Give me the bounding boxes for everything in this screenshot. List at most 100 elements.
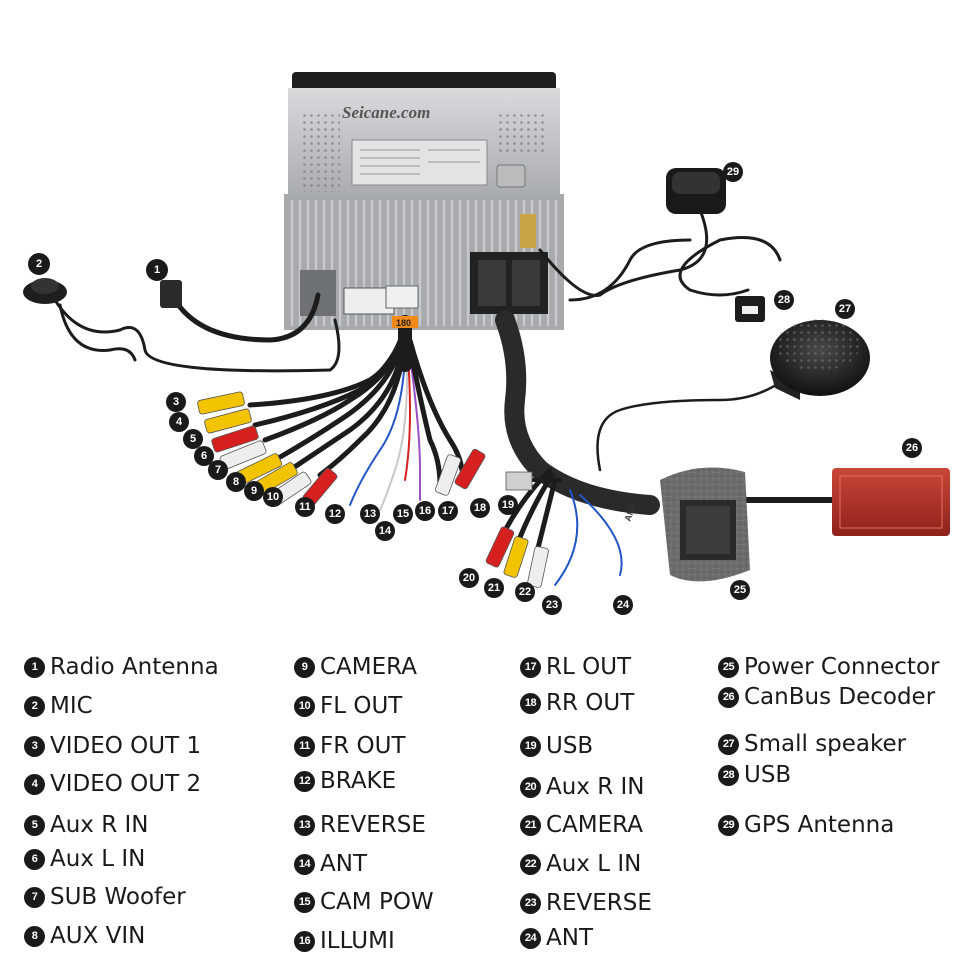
callout-6: 6 <box>194 446 214 466</box>
callout-23: 23 <box>542 595 562 615</box>
svg-text:4: 4 <box>176 416 183 428</box>
svg-text:26: 26 <box>906 442 918 454</box>
svg-text:24: 24 <box>617 599 630 611</box>
callout-10: 10 <box>263 487 283 507</box>
callout-16: 16 <box>415 501 435 521</box>
usb-extension <box>735 296 765 322</box>
svg-text:12: 12 <box>329 508 341 520</box>
svg-text:14: 14 <box>379 525 392 537</box>
cables <box>53 208 838 515</box>
power-connector <box>660 467 750 582</box>
svg-text:29: 29 <box>727 166 739 178</box>
svg-text:21: 21 <box>488 582 500 594</box>
callout-2: 2 <box>28 253 50 275</box>
callout-3: 3 <box>166 392 186 412</box>
callout-28: 28 <box>774 290 794 310</box>
callout-27: 27 <box>835 299 855 319</box>
svg-text:20: 20 <box>463 572 475 584</box>
svg-text:27: 27 <box>839 303 851 315</box>
svg-text:6: 6 <box>201 450 207 462</box>
callout-8: 8 <box>226 472 246 492</box>
svg-text:3: 3 <box>173 396 179 408</box>
svg-text:1: 1 <box>154 264 160 276</box>
callout-17: 17 <box>438 501 458 521</box>
svg-text:18: 18 <box>474 502 486 514</box>
callout-20: 20 <box>459 568 479 588</box>
callout-18: 18 <box>470 498 490 518</box>
callout-26: 26 <box>902 438 922 458</box>
rca-plugs-bottom <box>485 471 549 588</box>
callout-25: 25 <box>730 580 750 600</box>
callout-1: 1 <box>146 259 168 281</box>
svg-text:19: 19 <box>502 499 514 511</box>
callout-9: 9 <box>244 481 264 501</box>
av-harness <box>247 315 465 511</box>
gps-antenna <box>666 168 726 214</box>
callout-29: 29 <box>723 162 743 182</box>
small-speaker <box>770 319 870 400</box>
harness-tag: 180 <box>396 318 411 328</box>
callout-12: 12 <box>325 504 345 524</box>
rca-plugs-left <box>197 391 486 507</box>
callout-13: 13 <box>360 504 380 524</box>
callouts: 1 2 3 4 5 6 7 8 9 10 11 12 13 14 15 16 1… <box>28 162 922 615</box>
svg-text:10: 10 <box>267 491 279 503</box>
svg-text:2: 2 <box>36 258 42 270</box>
callout-5: 5 <box>183 429 203 449</box>
brand-text: Seicane.com <box>342 103 430 122</box>
head-unit: Seicane.com <box>284 72 564 330</box>
svg-text:9: 9 <box>251 485 257 497</box>
svg-text:28: 28 <box>778 294 790 306</box>
svg-text:16: 16 <box>419 505 431 517</box>
callout-7: 7 <box>208 460 228 480</box>
callout-22: 22 <box>515 582 535 602</box>
callout-4: 4 <box>169 412 189 432</box>
svg-text:15: 15 <box>397 508 409 520</box>
svg-text:22: 22 <box>519 586 531 598</box>
svg-text:17: 17 <box>442 505 454 517</box>
callout-14: 14 <box>375 521 395 541</box>
svg-text:11: 11 <box>299 501 311 513</box>
svg-text:23: 23 <box>546 599 558 611</box>
callout-11: 11 <box>295 497 315 517</box>
callout-24: 24 <box>613 595 633 615</box>
mic <box>23 278 67 304</box>
canbus-decoder <box>832 468 950 536</box>
svg-text:7: 7 <box>215 464 221 476</box>
svg-text:25: 25 <box>734 584 746 596</box>
svg-text:8: 8 <box>233 476 239 488</box>
svg-text:5: 5 <box>190 433 196 445</box>
callout-21: 21 <box>484 578 504 598</box>
callout-15: 15 <box>393 504 413 524</box>
